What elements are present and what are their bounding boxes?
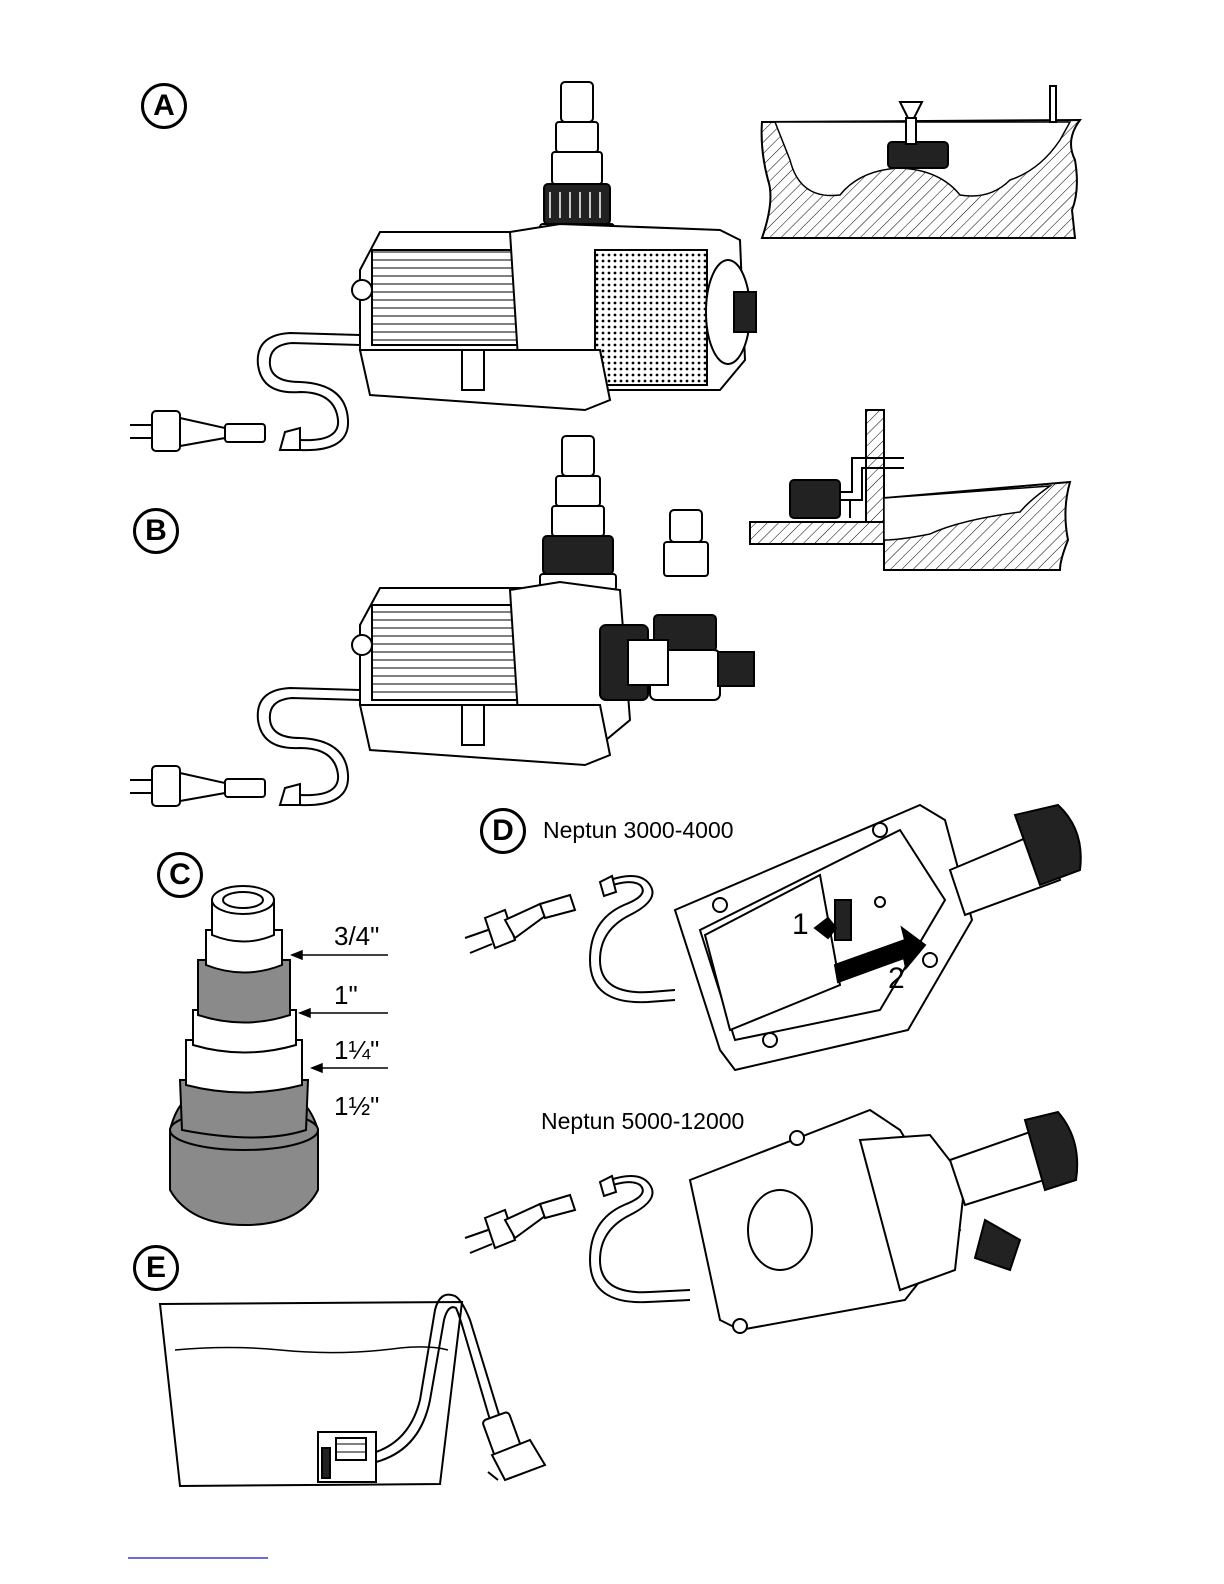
figure-label-c: C (157, 852, 203, 898)
figure-label-e: E (133, 1245, 179, 1291)
adapter-size-1-1-4: 1¼" (334, 1035, 379, 1066)
figure-label-b: B (133, 508, 179, 554)
adapter-size-1: 1" (334, 980, 358, 1011)
step-2-label: 2 (888, 962, 905, 996)
figure-label-d: D (480, 808, 526, 854)
model-name-large: Neptun 5000-12000 (541, 1108, 744, 1135)
step-1-label: 1 (792, 908, 809, 942)
adapter-size-3-4: 3/4" (334, 921, 379, 952)
adapter-size-1-1-2: 1½" (334, 1091, 379, 1122)
model-name-small: Neptun 3000-4000 (543, 817, 734, 844)
